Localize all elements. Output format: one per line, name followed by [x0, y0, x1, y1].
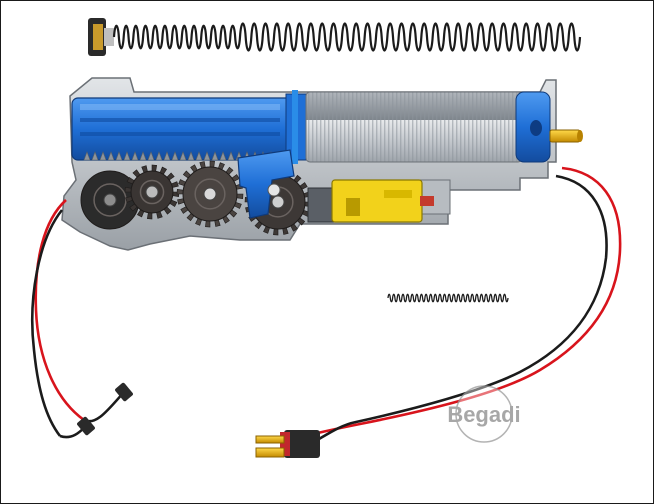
black-wire	[305, 174, 608, 448]
black-wire-motor	[31, 209, 64, 437]
motor-terminal	[115, 382, 133, 402]
air-nozzle	[549, 129, 581, 143]
cylinder	[285, 90, 583, 164]
watermark-text: Begadi	[447, 402, 520, 427]
main-spring-icon	[112, 22, 582, 52]
t-plug-icon	[255, 430, 320, 458]
gear-set	[80, 160, 312, 236]
small-spring-icon	[387, 293, 509, 303]
bearing-ring	[93, 24, 103, 50]
red-wire	[305, 166, 622, 438]
blue-tappet-plate	[237, 149, 295, 219]
sector-clip-icon	[80, 170, 140, 230]
motor-terminal	[77, 416, 95, 436]
wiring-harness	[31, 166, 622, 448]
spring-guide-assembly	[88, 18, 582, 56]
blue-piston	[71, 97, 293, 161]
bevel-gear-icon	[124, 164, 180, 220]
begadi-logo-icon: Begadi	[447, 385, 521, 443]
red-wire-motor	[34, 199, 85, 422]
spur-gear-icon	[176, 160, 244, 228]
trigger-switch	[307, 179, 434, 223]
spring-guide-rod	[104, 28, 114, 46]
